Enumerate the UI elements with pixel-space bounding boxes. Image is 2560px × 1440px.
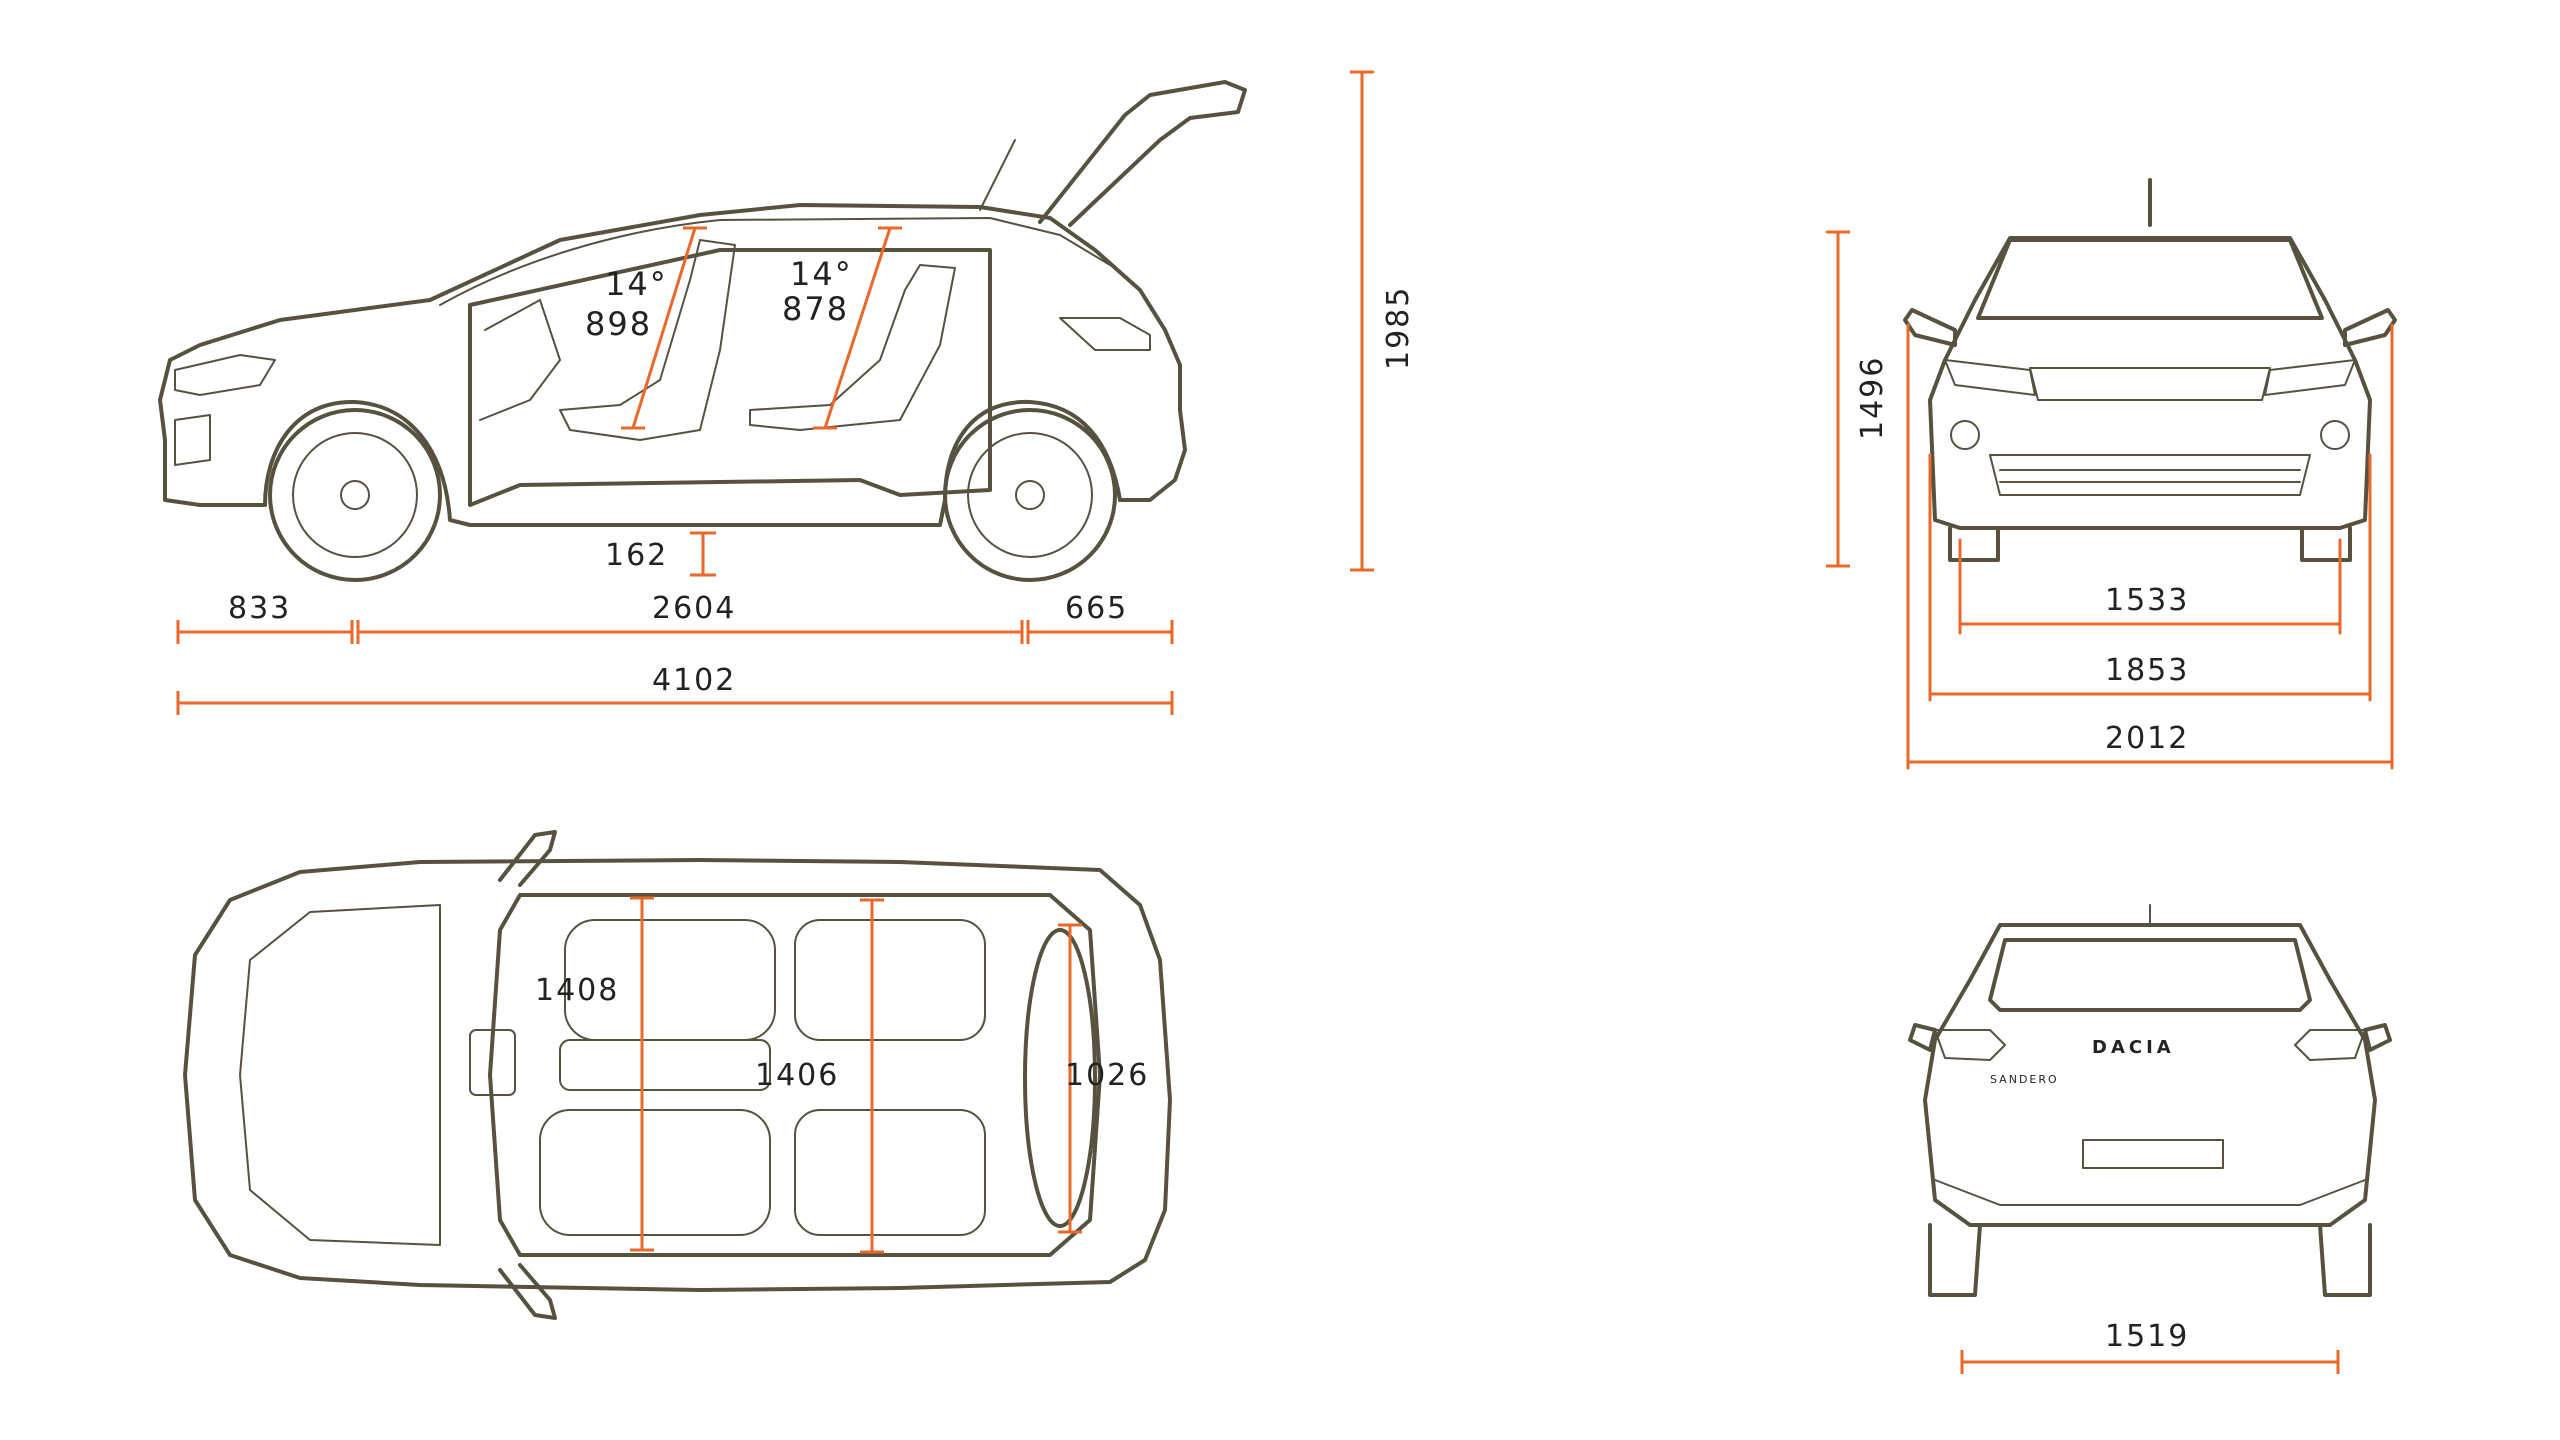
rear-view: DACIA SANDERO 1519 xyxy=(1908,904,2392,1374)
side-front-bumper-detail xyxy=(174,414,211,466)
front-left-foglight xyxy=(1950,420,1980,450)
top-rear-seat-right xyxy=(794,1109,986,1236)
tailgate-height-label: 1985 xyxy=(1381,286,1416,370)
side-tailgate-strut xyxy=(979,139,1016,211)
rear-headroom-label: 878 xyxy=(782,290,849,328)
side-roof-line xyxy=(439,217,1111,306)
rear-track-label: 1519 xyxy=(2105,1319,2189,1354)
rear-bumper xyxy=(1934,1179,2366,1206)
side-tail-light xyxy=(1059,317,1151,351)
front-elbow-width-label: 1408 xyxy=(535,973,619,1008)
top-hood xyxy=(239,904,441,1246)
top-center-console xyxy=(559,1039,771,1091)
top-right-mirror xyxy=(498,1263,557,1320)
rear-right-tyre xyxy=(2318,1223,2372,1297)
front-headroom-label: 898 xyxy=(585,305,652,343)
top-rear-seat-left xyxy=(794,919,986,1041)
rear-overhang-label: 665 xyxy=(1065,591,1128,626)
side-rear-wheel xyxy=(943,408,1117,582)
side-door-opening xyxy=(468,248,992,507)
rear-body-outline xyxy=(1923,923,2377,1227)
boot-opening-width-label: 1026 xyxy=(1065,1058,1149,1093)
rear-elbow-width-label: 1406 xyxy=(755,1058,839,1093)
front-lower-grille-mesh xyxy=(1999,469,2301,483)
front-seat-angle-label: 14° xyxy=(605,265,668,303)
rear-left-mirror xyxy=(1908,1023,1937,1052)
rear-brand-badge: DACIA xyxy=(2092,1037,2175,1058)
front-height-label: 1496 xyxy=(1855,356,1890,440)
side-rear-seat xyxy=(749,264,956,431)
front-body-outline xyxy=(1928,236,2372,530)
ground-clearance-label: 162 xyxy=(605,538,668,573)
front-left-headlight xyxy=(1944,359,2036,396)
rear-model-badge: SANDERO xyxy=(1990,1073,2059,1086)
rear-left-tyre xyxy=(1928,1223,1982,1297)
side-open-tailgate xyxy=(1038,80,1247,227)
front-right-headlight xyxy=(2264,359,2356,396)
rear-left-tail-light xyxy=(1934,1029,2006,1061)
front-right-mirror xyxy=(2343,308,2397,347)
front-right-tyre xyxy=(2300,526,2352,562)
rear-right-tail-light xyxy=(2294,1029,2366,1061)
side-body-outline xyxy=(158,203,1187,527)
front-lower-grille xyxy=(1989,454,2311,496)
front-track-label: 1533 xyxy=(2105,583,2189,618)
top-cabin-outline xyxy=(488,893,1102,1257)
side-front-seat xyxy=(559,239,736,441)
rear-seat-angle-label: 14° xyxy=(790,255,853,293)
front-windshield xyxy=(1976,238,2324,320)
side-front-wheel xyxy=(268,408,442,582)
front-overhang-label: 833 xyxy=(228,591,291,626)
width-without-mirrors-label: 1853 xyxy=(2105,653,2189,688)
front-left-mirror xyxy=(1903,308,1957,347)
side-dashboard xyxy=(479,299,561,421)
top-front-right-seat xyxy=(539,1109,771,1236)
overall-length-label: 4102 xyxy=(652,663,736,698)
rear-right-mirror xyxy=(2363,1023,2392,1052)
rear-window xyxy=(1988,938,2312,1012)
front-upper-grille xyxy=(2029,367,2271,401)
rear-headroom-line xyxy=(823,226,892,430)
front-headroom-line xyxy=(631,226,697,430)
rear-license-plate xyxy=(2082,1139,2224,1169)
top-left-mirror xyxy=(498,830,557,887)
side-headlight xyxy=(174,354,276,396)
front-view: 1496 1533 1853 2012 xyxy=(1826,178,2397,770)
top-view: 1408 1406 1026 xyxy=(183,830,1172,1320)
top-steering-screen xyxy=(469,1029,516,1096)
width-with-mirrors-label: 2012 xyxy=(2105,721,2189,756)
top-boot-opening xyxy=(1023,928,1097,1228)
side-view: 14° 898 14° 878 162 833 2604 665 4102 19… xyxy=(158,70,1416,715)
front-left-tyre xyxy=(1948,526,2000,562)
top-body-outline xyxy=(183,858,1172,1292)
wheelbase-label: 2604 xyxy=(652,591,736,626)
front-right-foglight xyxy=(2320,420,2350,450)
